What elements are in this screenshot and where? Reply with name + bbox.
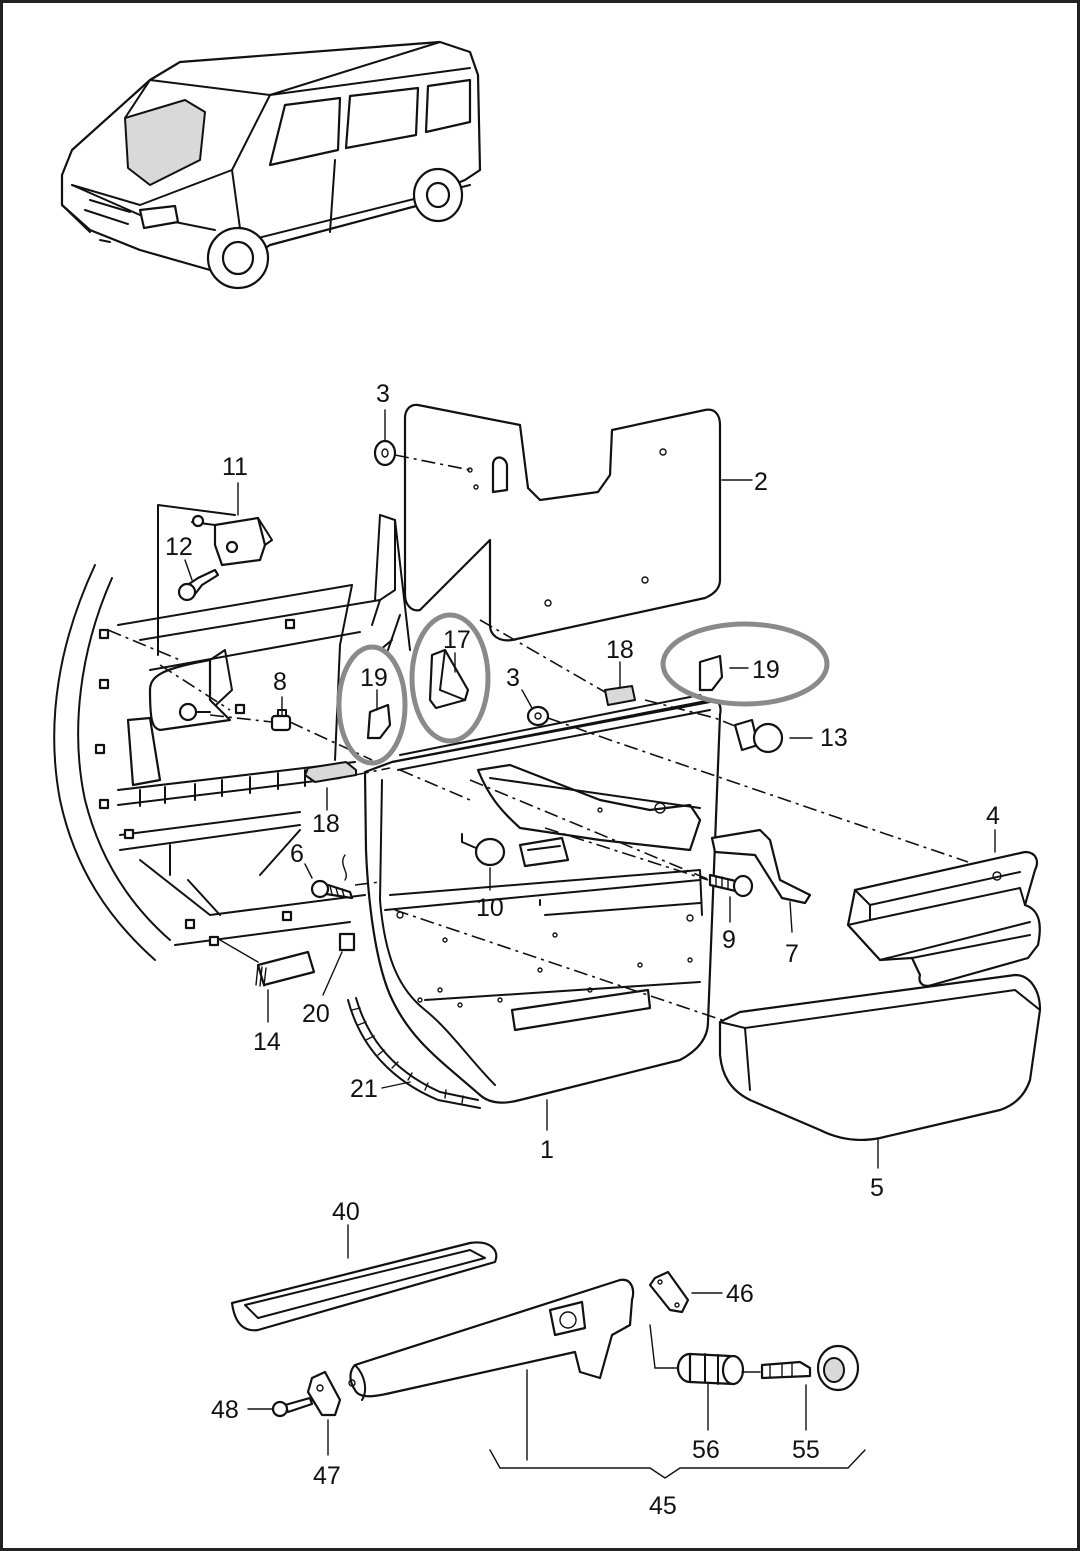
callout-45: 45 bbox=[649, 1492, 677, 1520]
callout-56: 56 bbox=[692, 1436, 720, 1464]
leader-lines bbox=[107, 409, 996, 1479]
part-46-plate bbox=[648, 1270, 690, 1314]
callout-19-right: 19 bbox=[752, 656, 780, 684]
callout-18-lower: 18 bbox=[312, 810, 340, 838]
part-9-screw bbox=[708, 873, 754, 898]
callout-7: 7 bbox=[785, 940, 799, 968]
callout-2: 2 bbox=[754, 468, 768, 496]
callout-12: 12 bbox=[165, 533, 193, 561]
callout-4: 4 bbox=[986, 802, 1000, 830]
callout-3-right: 3 bbox=[506, 664, 520, 692]
callout-1: 1 bbox=[540, 1136, 554, 1164]
part-13-push-fastener bbox=[733, 718, 784, 754]
callout-9: 9 bbox=[722, 926, 736, 954]
part-19-clip-left bbox=[366, 703, 392, 740]
callout-19-left: 19 bbox=[360, 664, 388, 692]
highlight-ring-17 bbox=[409, 612, 491, 744]
part-7-grab-strip bbox=[710, 828, 812, 905]
part-10-knob bbox=[461, 833, 506, 867]
part-5-map-pocket bbox=[718, 973, 1042, 1141]
highlight-ring-19-right bbox=[660, 621, 830, 707]
callout-55: 55 bbox=[792, 1436, 820, 1464]
callout-20: 20 bbox=[302, 1000, 330, 1028]
part-18-pad-upper bbox=[604, 685, 636, 706]
callout-21: 21 bbox=[350, 1075, 378, 1103]
callout-40: 40 bbox=[332, 1198, 360, 1226]
door-frame-body bbox=[53, 504, 411, 961]
part-18-pad-left bbox=[304, 761, 357, 783]
part-55-key bbox=[760, 1344, 860, 1392]
highlight-ring-19-left bbox=[336, 644, 408, 766]
part-2-insulation-sheet bbox=[403, 403, 722, 642]
part-4-armrest-trim bbox=[846, 850, 1041, 987]
callout-5: 5 bbox=[870, 1174, 884, 1202]
callout-46: 46 bbox=[726, 1280, 754, 1308]
callout-3-top: 3 bbox=[376, 380, 390, 408]
part-21-seal-strip bbox=[347, 997, 481, 1109]
part-3-washer-top bbox=[373, 439, 397, 467]
part-19-clip-right bbox=[698, 654, 724, 692]
callout-14: 14 bbox=[253, 1028, 281, 1056]
callout-6: 6 bbox=[290, 840, 304, 868]
callout-labels: 3 2 11 12 8 19 17 18 3 19 13 18 6 10 9 7… bbox=[165, 380, 1000, 1520]
part-6-screw bbox=[310, 879, 354, 900]
van-illustration bbox=[60, 40, 482, 290]
part-20-clip bbox=[338, 932, 356, 952]
part-47-plate bbox=[306, 1370, 342, 1417]
callout-47: 47 bbox=[313, 1462, 341, 1490]
part-45-door-handle bbox=[348, 1278, 635, 1401]
callout-10: 10 bbox=[476, 894, 504, 922]
part-48-screw bbox=[271, 1396, 314, 1418]
callout-13: 13 bbox=[820, 724, 848, 752]
part-40-tray bbox=[230, 1241, 498, 1332]
callout-48: 48 bbox=[211, 1396, 239, 1424]
callout-8: 8 bbox=[273, 668, 287, 696]
part-14-grille bbox=[255, 950, 316, 987]
callout-11: 11 bbox=[222, 453, 248, 481]
callout-18-upper: 18 bbox=[606, 636, 634, 664]
part-3-washer-right bbox=[526, 705, 550, 727]
part-56-lock-cylinder bbox=[676, 1352, 745, 1386]
part-12-screw bbox=[177, 568, 220, 602]
callout-17: 17 bbox=[443, 626, 471, 654]
stud-left bbox=[178, 702, 211, 722]
part-11-hinge bbox=[191, 514, 273, 567]
part-8-clip bbox=[270, 709, 292, 732]
part-1-door-panel bbox=[363, 694, 722, 1104]
